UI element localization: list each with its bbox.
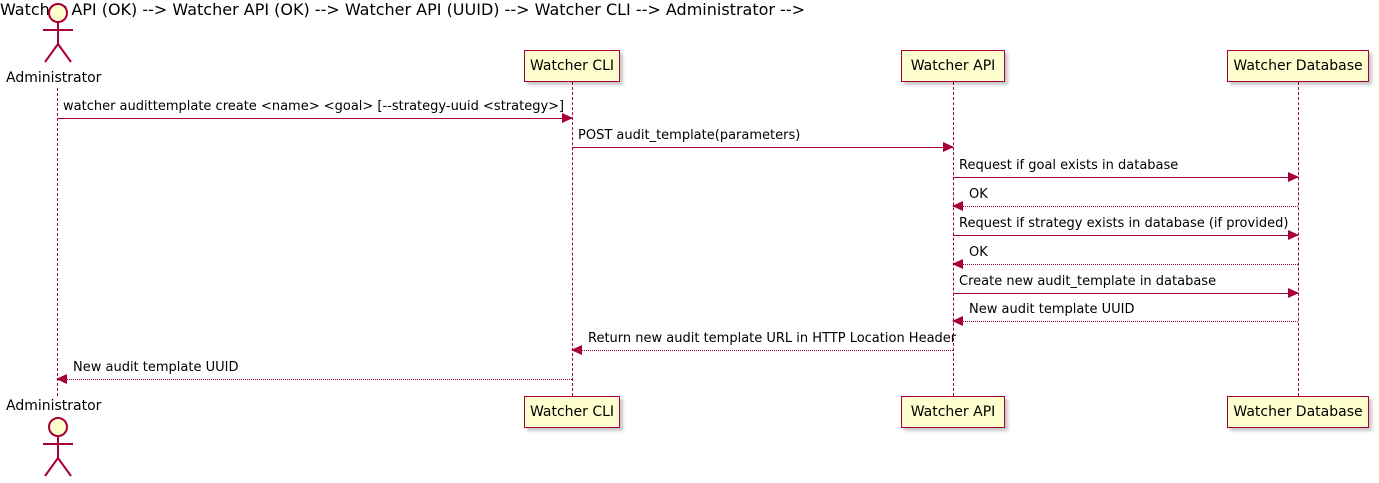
participant-watcher-cli-top[interactable]: Watcher CLI xyxy=(524,50,620,82)
message-label: Request if strategy exists in database (… xyxy=(959,215,1289,231)
arrowhead-left-icon xyxy=(952,259,963,269)
participant-watcher-database-top[interactable]: Watcher Database xyxy=(1227,50,1369,82)
arrowhead-right-icon xyxy=(562,113,573,123)
arrowhead-right-icon xyxy=(1288,172,1299,182)
message-label: OK xyxy=(969,244,988,260)
arrowhead-right-icon xyxy=(943,142,954,152)
message-line xyxy=(953,264,1298,265)
arrowhead-left-icon xyxy=(952,201,963,211)
message-line xyxy=(572,350,953,351)
message-line xyxy=(572,147,953,148)
message-line xyxy=(57,379,572,380)
lifeline-administrator xyxy=(57,88,58,396)
lifeline-watcher-cli xyxy=(572,82,573,396)
message-label: New audit template UUID xyxy=(73,359,239,375)
message-line xyxy=(953,177,1298,178)
message-line xyxy=(953,293,1298,294)
lifeline-watcher-api xyxy=(953,82,954,396)
participant-watcher-api-top[interactable]: Watcher API xyxy=(901,50,1005,82)
actor-administrator-top xyxy=(32,2,84,64)
message-line xyxy=(953,206,1298,207)
message-label: OK xyxy=(969,186,988,202)
participant-watcher-api-bottom[interactable]: Watcher API xyxy=(901,396,1005,428)
message-line xyxy=(57,118,572,119)
participant-watcher-database-bottom[interactable]: Watcher Database xyxy=(1227,396,1369,428)
message-label: New audit template UUID xyxy=(969,301,1135,317)
arrowhead-left-icon xyxy=(56,374,67,384)
actor-administrator-bottom xyxy=(32,416,84,478)
arrowhead-right-icon xyxy=(1288,288,1299,298)
stick-figure-icon xyxy=(43,3,73,63)
message-line xyxy=(953,235,1298,236)
message-label: Return new audit template URL in HTTP Lo… xyxy=(588,330,957,346)
actor-label-administrator-top: Administrator xyxy=(6,70,102,86)
message-label: Create new audit_template in database xyxy=(959,273,1217,289)
arrowhead-right-icon xyxy=(1288,230,1299,240)
participant-watcher-cli-bottom[interactable]: Watcher CLI xyxy=(524,396,620,428)
message-line xyxy=(953,321,1298,322)
message-label: Request if goal exists in database xyxy=(959,157,1179,173)
actor-label-administrator-bottom: Administrator xyxy=(6,398,102,414)
stick-figure-icon xyxy=(43,417,73,477)
arrowhead-left-icon xyxy=(952,316,963,326)
arrowhead-left-icon xyxy=(571,345,582,355)
message-label: watcher audittemplate create <name> <goa… xyxy=(63,98,565,114)
message-label: POST audit_template(parameters) xyxy=(578,127,801,143)
